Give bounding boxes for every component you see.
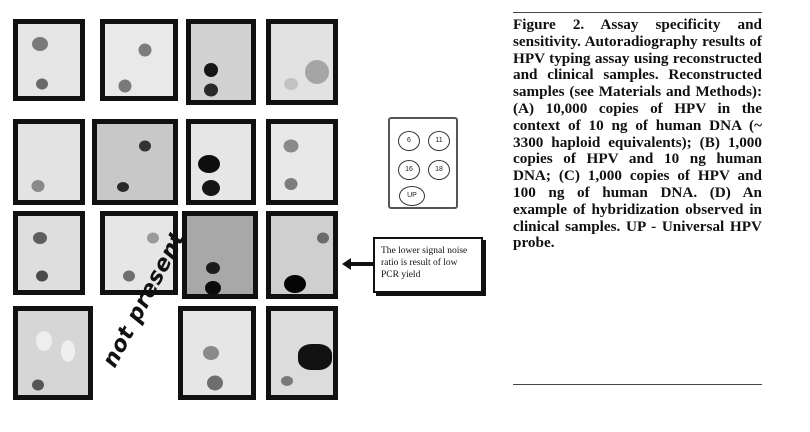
hybridization-spot: [36, 331, 52, 351]
hybridization-spot: [32, 37, 48, 51]
blot-panel: [13, 119, 85, 205]
hybridization-spot: [283, 139, 299, 153]
blot-panel: [266, 19, 338, 105]
blot-panel: [186, 19, 256, 105]
hybridization-spot: [202, 180, 220, 196]
blot-panel: [178, 306, 256, 400]
hybridization-spot: [298, 344, 332, 370]
arrow-left-icon: [342, 258, 351, 270]
hybridization-spot: [117, 182, 129, 192]
hybridization-spot: [284, 78, 298, 90]
hybridization-spot: [284, 275, 306, 293]
hybridization-spot: [61, 340, 75, 362]
blot-panel: [13, 211, 85, 295]
signal-note: The lower signal noise ratio is result o…: [373, 237, 483, 293]
hybridization-spot: [317, 232, 329, 244]
probe-6: 6: [398, 131, 420, 151]
hybridization-spot: [32, 379, 44, 391]
hybridization-spot: [31, 180, 45, 192]
caption-top-rule: [513, 12, 762, 13]
probe-16: 16: [398, 160, 420, 180]
hybridization-spot: [198, 155, 220, 173]
hybridization-spot: [205, 281, 221, 294]
hybridization-spot: [138, 43, 152, 57]
hybridization-spot: [33, 232, 47, 244]
hybridization-spot: [36, 78, 48, 90]
blot-panel: [266, 119, 338, 205]
hybridization-spot: [203, 346, 219, 360]
probe-18: 18: [428, 160, 450, 180]
hybridization-spot: [139, 140, 151, 152]
blot-panel: [13, 306, 93, 400]
arrow-shaft: [350, 262, 374, 266]
blot-panel: [266, 306, 338, 400]
probe-layout-legend: 6 11 16 18 UP: [388, 117, 458, 209]
hybridization-spot: [305, 60, 329, 84]
blot-panel: [186, 119, 256, 205]
hybridization-spot: [207, 375, 223, 391]
blot-panel: [100, 211, 178, 295]
blot-panel: [266, 211, 338, 299]
hybridization-spot: [204, 63, 218, 77]
blot-panel: [100, 19, 178, 101]
hybridization-spot: [206, 262, 220, 274]
hybridization-spot: [281, 376, 293, 386]
hybridization-spot: [118, 79, 132, 93]
blot-panel: [92, 119, 178, 205]
hybridization-spot: [123, 270, 135, 282]
hybridization-spot: [284, 178, 298, 190]
probe-up: UP: [399, 186, 425, 206]
hybridization-spot: [147, 232, 159, 244]
hybridization-spot: [36, 270, 48, 282]
hybridization-spot: [204, 83, 218, 97]
probe-11: 11: [428, 131, 450, 151]
blot-panel: [13, 19, 85, 101]
figure-caption: Figure 2. Assay specificity and sensitiv…: [513, 16, 762, 252]
caption-bottom-rule: [513, 384, 762, 385]
blot-panel: [182, 211, 258, 299]
